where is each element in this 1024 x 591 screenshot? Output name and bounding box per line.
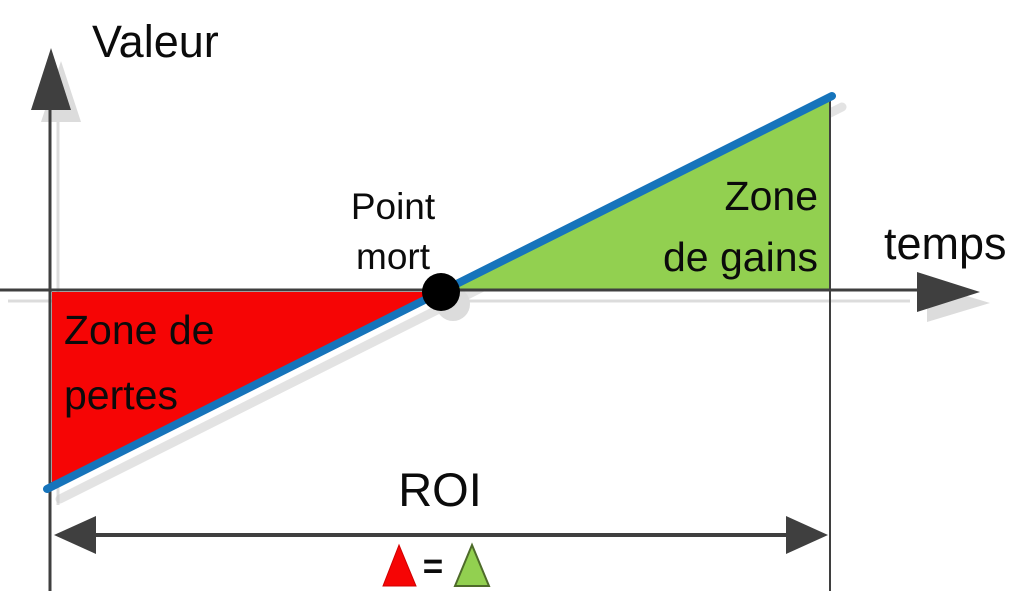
loss-zone-label-line2: pertes	[64, 372, 178, 418]
break-even-label-line1: Point	[351, 186, 436, 227]
roi-label: ROI	[398, 463, 482, 516]
loss-zone-label-line1: Zone de	[64, 307, 214, 353]
x-axis-label: temps	[884, 218, 1007, 269]
break-even-label-line2: mort	[356, 236, 431, 277]
legend-gain-triangle-icon	[453, 542, 491, 587]
break-even-dot	[422, 273, 460, 311]
y-axis-label: Valeur	[92, 16, 219, 67]
x-axis-arrowhead	[917, 272, 980, 312]
gain-zone-label-line2: de gains	[663, 234, 818, 280]
roi-arrowhead-left	[54, 516, 96, 554]
gain-zone-label-line1: Zone	[725, 173, 818, 219]
legend-loss-triangle-icon	[382, 543, 417, 587]
legend-equals-sign: =	[423, 547, 443, 586]
roi-arrowhead-right	[786, 516, 828, 554]
y-axis-arrowhead	[31, 48, 71, 110]
